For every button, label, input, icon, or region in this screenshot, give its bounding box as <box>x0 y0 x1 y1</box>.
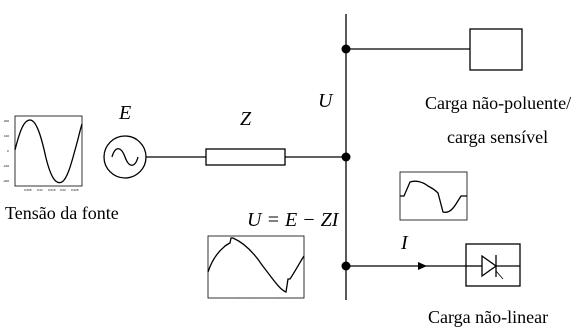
diode-bridge-icon <box>465 243 521 287</box>
label-E: E <box>118 102 131 124</box>
sine-wave <box>14 119 83 184</box>
label-Z: Z <box>240 108 252 130</box>
xtick: 0.015 <box>48 188 56 192</box>
plot-frame <box>14 115 83 187</box>
load-box-icon <box>469 28 523 71</box>
nonlinear-load-label: Carga não-linear <box>428 307 548 327</box>
plot-frame <box>207 235 305 299</box>
ytick: -200 <box>3 179 9 183</box>
sensitive-load-label-1: Carga não-poluente/ <box>425 93 571 113</box>
ytick: 0 <box>7 149 9 153</box>
xtick: · <box>293 300 294 304</box>
xtick: · <box>233 300 234 304</box>
xtick: 0.005 <box>24 188 32 192</box>
resistor-icon <box>205 148 286 166</box>
label-U: U <box>318 90 334 112</box>
ytick: -100 <box>3 164 9 168</box>
sensitive-load-label-2: carga sensível <box>447 127 548 147</box>
label-I: I <box>400 232 409 254</box>
xtick: 0.01 <box>37 188 43 192</box>
distorted-voltage-plot: · · · · · <box>207 235 305 304</box>
load-current-plot <box>399 171 468 221</box>
voltage-equation: U = E − ZI <box>247 209 340 231</box>
source-voltage-plot: 200 100 0 -100 -200 0.005 0.01 0.015 0.0… <box>3 115 83 192</box>
xtick: 0.025 <box>71 188 79 192</box>
current-arrow-icon <box>418 262 427 270</box>
xtick: · <box>273 300 274 304</box>
ac-source-icon <box>103 135 147 179</box>
xtick: 0.02 <box>60 188 66 192</box>
source-caption: Tensão da fonte <box>5 203 119 223</box>
xtick: · <box>213 300 214 304</box>
junction-dot <box>341 152 351 162</box>
plot-frame <box>399 171 468 221</box>
xtick: · <box>253 300 254 304</box>
distorted-waveform <box>207 237 305 293</box>
ytick: 100 <box>4 134 9 138</box>
current-waveform <box>400 180 467 213</box>
ytick: 200 <box>4 119 9 123</box>
